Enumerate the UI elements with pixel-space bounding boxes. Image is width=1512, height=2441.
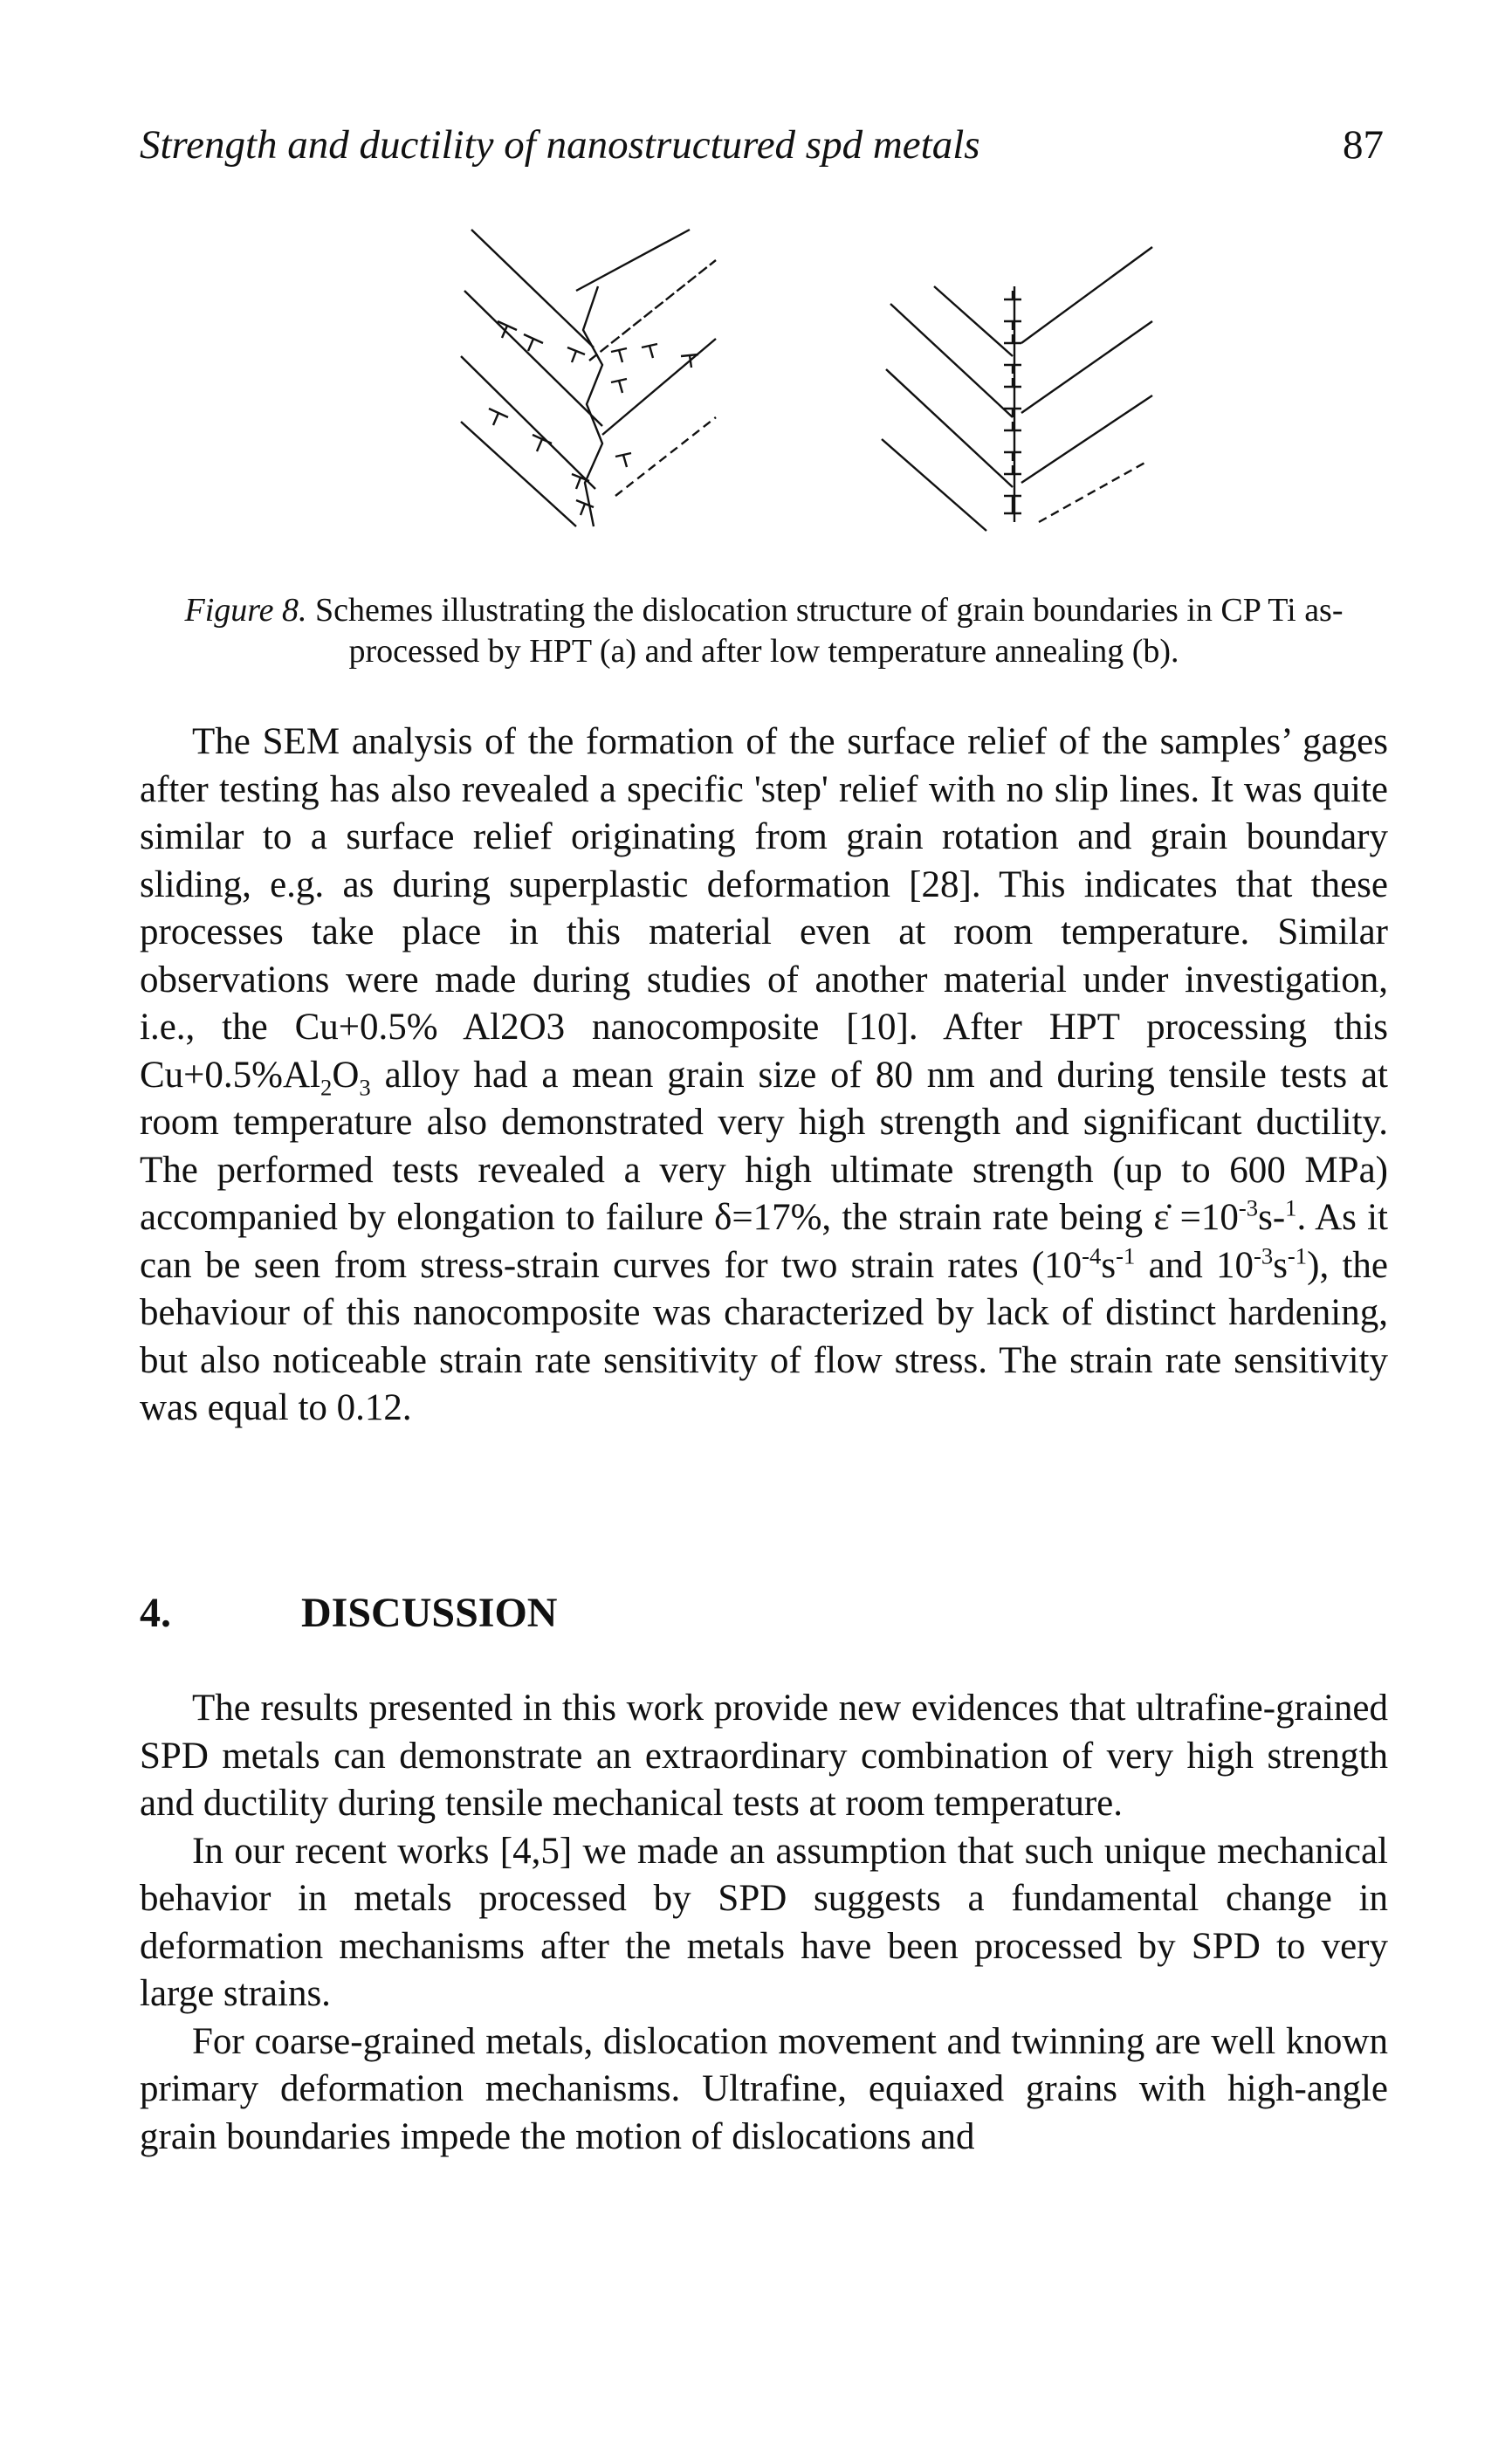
text-run: and 10 bbox=[1135, 1244, 1254, 1286]
scheme-a bbox=[460, 228, 717, 527]
scheme-b bbox=[881, 246, 1153, 532]
caption-label: Figure 8. bbox=[184, 592, 307, 629]
figure-caption: Figure 8. Schemes illustrating the dislo… bbox=[179, 590, 1349, 672]
page-number: 87 bbox=[1343, 122, 1384, 168]
text-run: O bbox=[332, 1054, 360, 1096]
text-run: =10 bbox=[1169, 1197, 1239, 1238]
caption-text: Schemes illustrating the dislocation str… bbox=[315, 592, 1344, 670]
section-heading: 4. DISCUSSION bbox=[140, 1587, 557, 1640]
grain-boundary-schemes bbox=[460, 228, 1153, 532]
paragraph: In our recent works [4,5] we made an ass… bbox=[140, 1830, 1388, 2015]
running-header: Strength and ductility of nanostructured… bbox=[140, 120, 1384, 169]
superscript: -4 bbox=[1082, 1242, 1102, 1269]
paragraph: The results presented in this work provi… bbox=[140, 1688, 1388, 1824]
paragraph: For coarse-grained metals, dislocation m… bbox=[140, 2020, 1388, 2157]
text-run: s bbox=[1101, 1244, 1117, 1286]
strain-rate-symbol: ε̇ bbox=[1153, 1197, 1170, 1238]
subscript: 2 bbox=[320, 1074, 333, 1101]
paragraph: The SEM analysis of the formation of the… bbox=[140, 719, 1388, 1433]
subscript: 3 bbox=[359, 1074, 371, 1101]
text-run: The SEM analysis of the formation of the… bbox=[140, 721, 1388, 1096]
text-run: ), the behaviour of this nanocomposite w… bbox=[140, 1244, 1389, 1429]
superscript: -3 bbox=[1238, 1194, 1259, 1221]
superscript: 1 bbox=[1285, 1194, 1297, 1221]
body-text-1: The SEM analysis of the formation of the… bbox=[140, 719, 1388, 1433]
text-run: s- bbox=[1258, 1197, 1286, 1238]
section-number: 4. bbox=[140, 1590, 171, 1636]
figure-8 bbox=[0, 225, 1512, 557]
text-run: s bbox=[1273, 1244, 1288, 1286]
running-title: Strength and ductility of nanostructured… bbox=[140, 122, 980, 168]
body-text-2: The results presented in this work provi… bbox=[140, 1685, 1388, 2161]
superscript: -1 bbox=[1287, 1242, 1308, 1269]
text-run: . As it can be seen from stress-strain c… bbox=[140, 1197, 1388, 1286]
superscript: -1 bbox=[1116, 1242, 1136, 1269]
section-title: DISCUSSION bbox=[301, 1590, 558, 1636]
text-run: alloy had a mean grain size of 80 nm and… bbox=[140, 1054, 1388, 1239]
superscript: -3 bbox=[1253, 1242, 1274, 1269]
